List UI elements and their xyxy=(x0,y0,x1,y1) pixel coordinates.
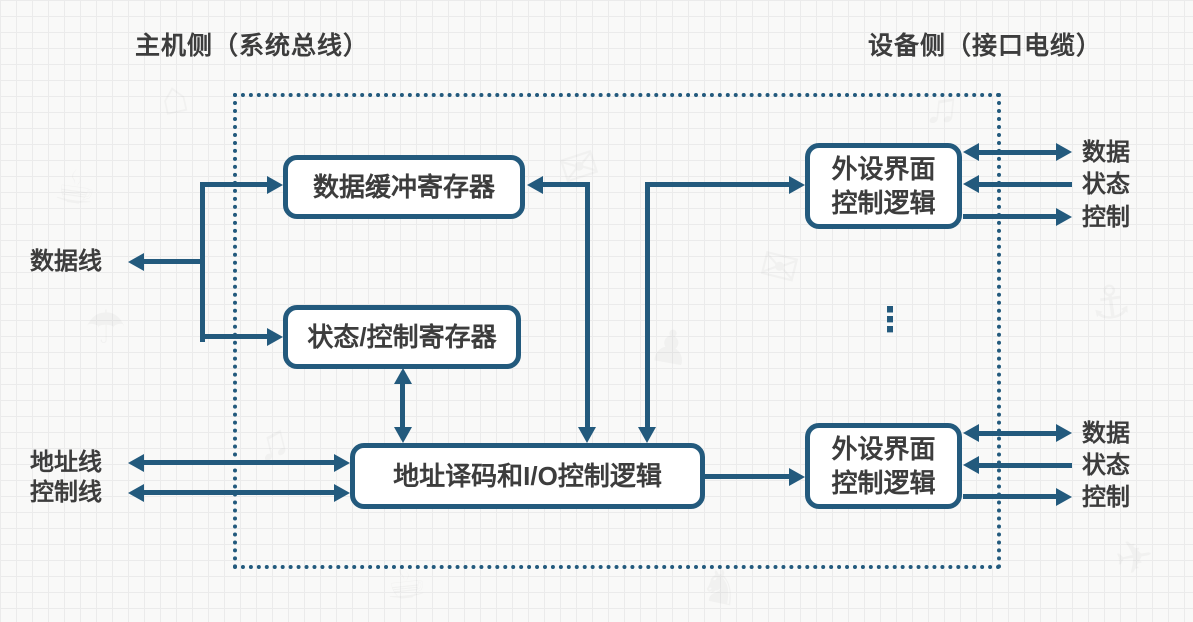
node-status-control-register-label: 状态/控制寄存器 xyxy=(307,322,497,352)
arrowhead-into-data-buffer xyxy=(267,176,283,194)
arrowhead-control-left xyxy=(128,484,144,502)
top-data-wire xyxy=(979,150,1056,155)
io-logic-periph-top-horizontal xyxy=(650,182,789,187)
top-status-wire xyxy=(979,182,1072,187)
arrowhead-to-data-line-label xyxy=(128,253,144,271)
doodle-house-icon: ⌂ xyxy=(154,68,193,126)
arrowhead-top-status-into-periph xyxy=(963,175,979,193)
device-bottom-data-label: 数据 xyxy=(1082,420,1130,447)
node-data-buffer-register: 数据缓冲寄存器 xyxy=(283,155,525,219)
arrowhead-top-data-to-device xyxy=(1056,143,1072,161)
control-line-label: 控制线 xyxy=(30,479,102,506)
io-logic-periph-bottom-wire xyxy=(705,474,789,479)
node-data-buffer-register-label: 数据缓冲寄存器 xyxy=(312,172,495,202)
node-peripheral-interface-top-line2: 控制逻辑 xyxy=(831,188,936,218)
buffer-io-logic-horizontal xyxy=(543,182,590,187)
top-control-wire xyxy=(963,214,1056,219)
data-bus-to-buffer-line xyxy=(203,182,267,187)
node-peripheral-interface-top-line1: 外设界面 xyxy=(831,154,936,184)
node-peripheral-interface-top: 外设界面 控制逻辑 xyxy=(805,143,962,229)
address-line-wire xyxy=(144,460,334,465)
node-status-control-register: 状态/控制寄存器 xyxy=(283,305,521,369)
data-line-stub xyxy=(144,259,203,264)
arrowhead-into-data-buffer-right xyxy=(527,176,543,194)
node-peripheral-interface-bottom: 外设界面 控制逻辑 xyxy=(805,423,962,509)
arrowhead-into-io-logic-right xyxy=(638,427,656,443)
arrowhead-into-periph-top xyxy=(789,176,805,194)
arrowhead-into-status-reg xyxy=(267,328,283,346)
buffer-io-logic-vertical xyxy=(585,182,590,427)
device-top-data-label: 数据 xyxy=(1082,139,1130,166)
device-top-control-label: 控制 xyxy=(1082,204,1130,231)
arrowhead-control-right xyxy=(334,484,350,502)
doodle-plane-icon: ✈ xyxy=(1110,528,1158,586)
arrowhead-into-status-reg-bottom xyxy=(394,368,412,384)
data-bus-to-status-reg-line xyxy=(203,334,267,339)
doodle-umbrella-icon: ☂ xyxy=(85,301,127,353)
arrowhead-bottom-data-to-device xyxy=(1056,424,1072,442)
device-bottom-control-label: 控制 xyxy=(1082,484,1130,511)
node-address-decode-io-logic: 地址译码和I/O控制逻辑 xyxy=(350,443,705,509)
node-peripheral-interface-bottom-line2: 控制逻辑 xyxy=(831,468,936,498)
vertical-ellipsis: ⋮ xyxy=(873,301,907,339)
arrowhead-address-right xyxy=(334,454,350,472)
arrowhead-into-periph-bottom xyxy=(789,468,805,486)
bottom-control-wire xyxy=(963,494,1056,499)
doodle-coffee-icon: ☕ xyxy=(51,158,100,216)
arrowhead-bottom-control-to-device xyxy=(1056,488,1072,506)
address-line-label: 地址线 xyxy=(30,449,102,476)
arrowhead-bottom-data-into-periph xyxy=(963,424,979,442)
data-line-label: 数据线 xyxy=(30,248,102,275)
doodle-anchor-icon: ⚓ xyxy=(1086,273,1135,331)
io-logic-periph-top-vertical xyxy=(645,182,650,427)
arrowhead-into-io-logic-left xyxy=(578,427,596,443)
node-address-decode-io-logic-label: 地址译码和I/O控制逻辑 xyxy=(393,461,662,491)
interface-boundary-box xyxy=(233,93,1001,569)
device-top-status-label: 状态 xyxy=(1082,171,1130,198)
device-side-label: 设备侧（接口电缆） xyxy=(868,32,1103,60)
arrowhead-bottom-status-into-periph xyxy=(963,456,979,474)
host-side-label: 主机侧（系统总线） xyxy=(135,32,370,60)
arrowhead-into-io-logic-from-status-reg xyxy=(394,427,412,443)
node-peripheral-interface-bottom-line1: 外设界面 xyxy=(831,434,936,464)
control-line-wire xyxy=(144,490,334,495)
status-reg-io-logic-vertical xyxy=(400,382,405,429)
arrowhead-top-control-to-device xyxy=(1056,208,1072,226)
bottom-status-wire xyxy=(979,463,1072,468)
bottom-data-wire xyxy=(979,431,1056,436)
arrowhead-top-data-into-periph xyxy=(963,143,979,161)
arrowhead-address-left xyxy=(128,454,144,472)
device-bottom-status-label: 状态 xyxy=(1082,452,1130,479)
